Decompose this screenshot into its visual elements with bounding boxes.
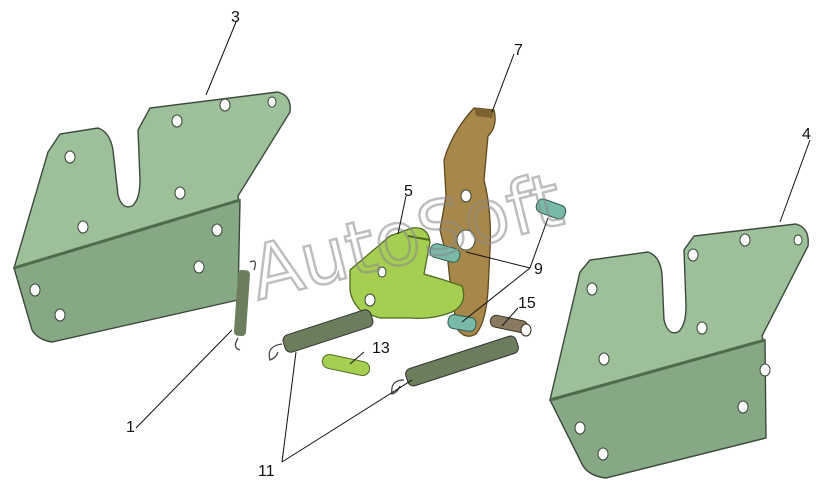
leader-lines bbox=[135, 21, 811, 463]
callout-5: 5 bbox=[404, 183, 413, 200]
right-mounting-plate bbox=[548, 223, 809, 479]
left-mounting-plate bbox=[13, 91, 291, 343]
pin-lower bbox=[447, 314, 477, 332]
pin-upper bbox=[535, 198, 567, 220]
callout-4: 4 bbox=[802, 126, 811, 143]
callout-3: 3 bbox=[231, 9, 240, 26]
callout-13: 13 bbox=[372, 340, 390, 357]
callout-9: 9 bbox=[534, 261, 543, 278]
bushing bbox=[489, 314, 532, 337]
callout-15: 15 bbox=[518, 295, 536, 312]
callout-1: 1 bbox=[126, 419, 135, 436]
release-lever bbox=[439, 107, 496, 337]
small-spring bbox=[233, 260, 256, 351]
spring-lower bbox=[391, 335, 519, 395]
callout-7: 7 bbox=[514, 42, 523, 59]
axle-pin bbox=[321, 353, 371, 377]
callout-11: 11 bbox=[258, 463, 275, 480]
latch-plate bbox=[349, 227, 465, 320]
spring-upper bbox=[268, 309, 374, 361]
pin-middle bbox=[429, 243, 461, 263]
